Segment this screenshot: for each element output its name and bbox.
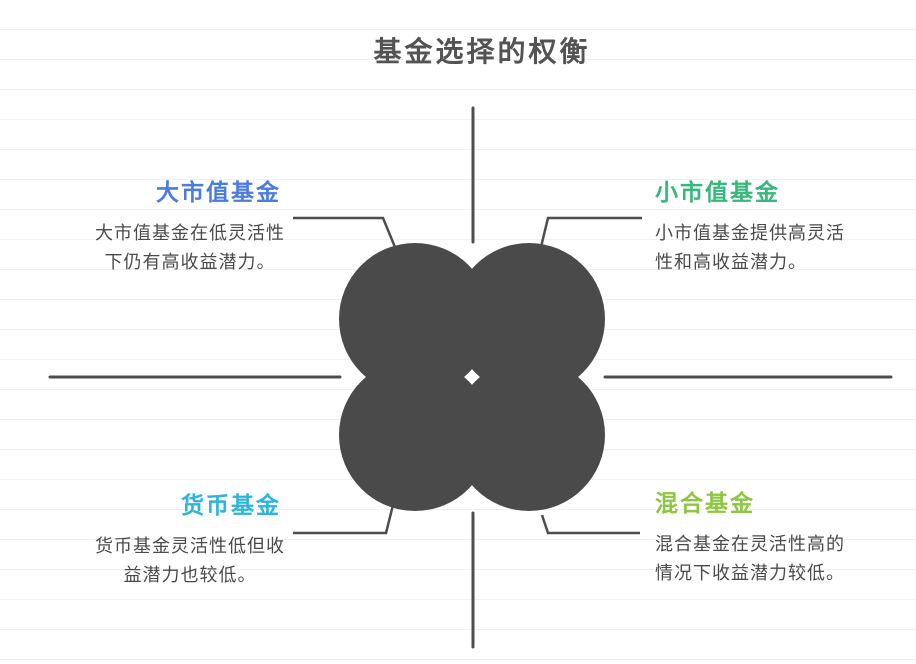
leader-bottom-right bbox=[540, 514, 640, 535]
quadrant-description-line: 情况下收益潜力较低。 bbox=[655, 563, 845, 583]
page-title: 基金选择的权衡 bbox=[373, 36, 591, 67]
leader-lines bbox=[293, 216, 642, 535]
clover-petal-bottom-left bbox=[339, 359, 491, 511]
clover-shape bbox=[339, 243, 605, 511]
quadrant-description-line: 混合基金在灵活性高的 bbox=[655, 534, 845, 554]
clover-petal-top-left bbox=[339, 243, 491, 395]
leader-top-left bbox=[293, 216, 399, 253]
quadrant-bottom-left: 货币基金 货币基金灵活性低但收 益潜力也较低。 bbox=[85, 486, 295, 590]
quadrant-label: 小市值基金 bbox=[655, 179, 780, 205]
clover-petal-bottom-right bbox=[453, 359, 605, 511]
axis-lines bbox=[48, 106, 893, 649]
clover-petal-top-right bbox=[453, 243, 605, 395]
quadrant-description-line: 性和高收益潜力。 bbox=[655, 252, 807, 272]
quadrant-description-line: 大市值基金在低灵活性 bbox=[95, 223, 285, 243]
quadrant-label: 混合基金 bbox=[655, 490, 755, 516]
leader-bottom-left bbox=[293, 504, 395, 535]
leader-top-right bbox=[539, 216, 642, 248]
quadrant-description-line: 益潜力也较低。 bbox=[123, 565, 257, 585]
quadrant-description-line: 小市值基金提供高灵活 bbox=[655, 223, 845, 243]
quadrant-top-right: 小市值基金 小市值基金提供高灵活 性和高收益潜力。 bbox=[655, 173, 885, 277]
quadrant-description-line: 货币基金灵活性低但收 bbox=[95, 536, 285, 556]
quadrant-description-line: 下仍有高收益潜力。 bbox=[104, 252, 276, 272]
quadrant-label: 货币基金 bbox=[181, 492, 281, 518]
quadrant-top-left: 大市值基金 大市值基金在低灵活性 下仍有高收益潜力。 bbox=[85, 173, 295, 277]
quadrant-bottom-right: 混合基金 混合基金在灵活性高的 情况下收益潜力较低。 bbox=[655, 484, 885, 588]
quadrant-label: 大市值基金 bbox=[156, 179, 281, 205]
